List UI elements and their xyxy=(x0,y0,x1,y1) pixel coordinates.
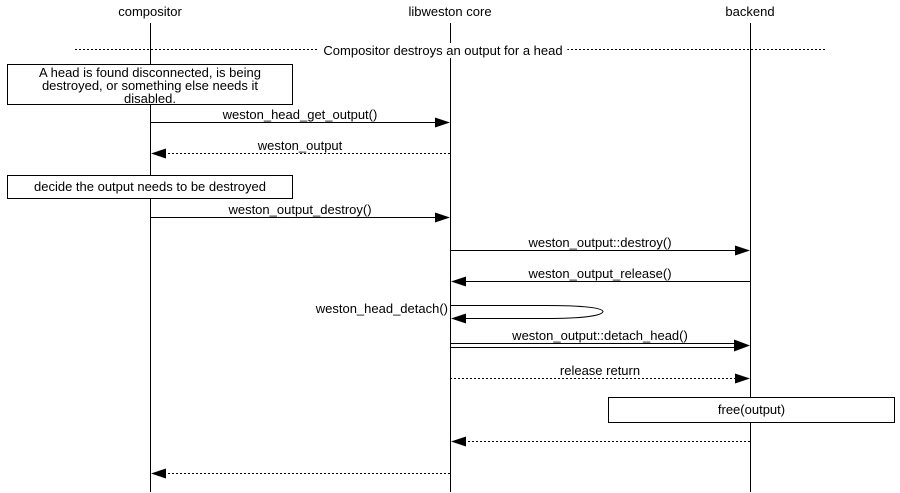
message-label-release-return: release return xyxy=(559,363,641,378)
note-text-line: decide the output needs to be destroyed xyxy=(33,179,266,194)
message-label-weston-output-destroy-vfunc: weston_output::destroy() xyxy=(528,235,672,250)
note-text-line: disabled. xyxy=(123,91,177,106)
arrowhead-right-icon xyxy=(735,245,750,256)
arrowhead-left-icon xyxy=(151,468,166,479)
arrowhead-left-icon xyxy=(151,148,166,159)
note-box-decide-destroy: decide the output needs to be destroyed xyxy=(7,175,293,199)
message-label-weston-output-release: weston_output_release() xyxy=(528,266,672,281)
arrowhead-left-icon xyxy=(451,436,466,447)
arrowhead-left-icon xyxy=(451,276,466,287)
actor-label-libweston-core: libweston core xyxy=(408,4,492,19)
arrowhead-right-icon xyxy=(435,117,450,128)
arrowhead-right-icon xyxy=(735,373,750,384)
message-label-weston-head-detach: weston_head_detach() xyxy=(315,301,448,316)
arrowhead-right-icon xyxy=(435,212,450,223)
note-text-line: A head is found disconnected, is being xyxy=(39,65,261,80)
actor-label-backend: backend xyxy=(725,4,775,19)
message-label-weston-output: weston_output xyxy=(257,138,343,153)
message-label-weston-output-detach-head: weston_output::detach_head() xyxy=(512,328,688,343)
note-box-head-disconnected: A head is found disconnected, is being d… xyxy=(7,64,293,105)
note-text-line: destroyed, or something else needs it xyxy=(41,78,259,93)
note-text-line: free(output) xyxy=(717,402,786,417)
note-box-free-output: free(output) xyxy=(608,397,895,423)
arrowhead-left-icon xyxy=(451,313,466,324)
message-label-weston-head-get-output: weston_head_get_output() xyxy=(222,107,378,122)
actor-label-compositor: compositor xyxy=(118,4,182,19)
arrowhead-right-icon xyxy=(734,339,750,352)
divider-label: Compositor destroys an output for a head xyxy=(318,43,568,58)
message-label-weston-output-destroy: weston_output_destroy() xyxy=(228,202,372,217)
self-message-loop xyxy=(450,305,604,319)
